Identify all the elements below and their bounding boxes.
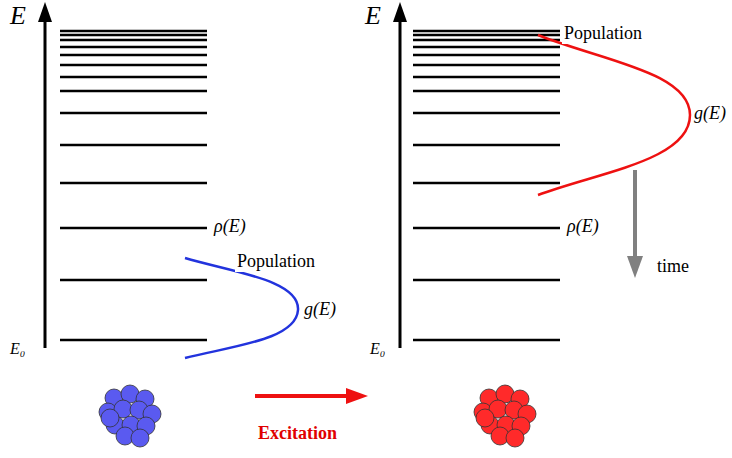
energy-level <box>60 39 207 42</box>
distribution-label: g(E) <box>302 300 338 320</box>
axis-arrowhead <box>393 2 407 22</box>
energy-level <box>413 54 560 57</box>
energy-level <box>60 64 207 67</box>
energy-level <box>60 76 207 79</box>
energy-level <box>413 339 560 342</box>
distribution-label: g(E) <box>692 104 728 124</box>
time-label: time <box>655 257 691 277</box>
population-label: Population <box>235 252 317 272</box>
energy-level <box>413 144 560 147</box>
axis-label: E <box>8 2 28 31</box>
energy-axis <box>44 16 47 348</box>
energy-level <box>60 339 207 342</box>
nucleus-clusters <box>99 385 536 447</box>
ground-energy-label: E₀ <box>8 340 27 358</box>
excitation-label: Excitation <box>256 424 339 444</box>
energy-axis <box>399 16 402 348</box>
energy-level <box>60 46 207 49</box>
energy-level <box>413 76 560 79</box>
energy-level <box>413 279 560 282</box>
nucleon <box>476 409 494 427</box>
energy-level <box>60 182 207 185</box>
energy-level <box>60 90 207 93</box>
energy-level <box>413 182 560 185</box>
nucleon <box>506 429 524 447</box>
density-label: ρ(E) <box>565 217 601 237</box>
energy-level <box>413 64 560 67</box>
energy-level <box>60 30 207 33</box>
energy-level <box>413 90 560 93</box>
time-arrowhead <box>627 256 643 278</box>
energy-level <box>60 227 207 230</box>
ground-energy-label: E₀ <box>368 340 387 358</box>
energy-level <box>413 112 560 115</box>
excitation-arrowhead <box>346 388 368 404</box>
density-label: ρ(E) <box>212 217 248 237</box>
nucleon <box>131 429 149 447</box>
population-label: Population <box>562 24 644 44</box>
axis-arrowhead <box>38 2 52 22</box>
energy-level <box>60 34 207 37</box>
population-curve <box>538 35 690 195</box>
energy-level <box>413 227 560 230</box>
energy-level <box>60 144 207 147</box>
time-arrow <box>633 170 637 258</box>
energy-level <box>413 30 560 33</box>
nucleon <box>101 409 119 427</box>
energy-level <box>60 279 207 282</box>
energy-level <box>413 46 560 49</box>
energy-level <box>413 39 560 42</box>
energy-levels <box>60 31 560 340</box>
energy-level <box>60 54 207 57</box>
energy-level <box>60 112 207 115</box>
axis-label: E <box>363 2 383 31</box>
population-curve <box>185 258 298 358</box>
excitation-arrow <box>255 394 350 398</box>
